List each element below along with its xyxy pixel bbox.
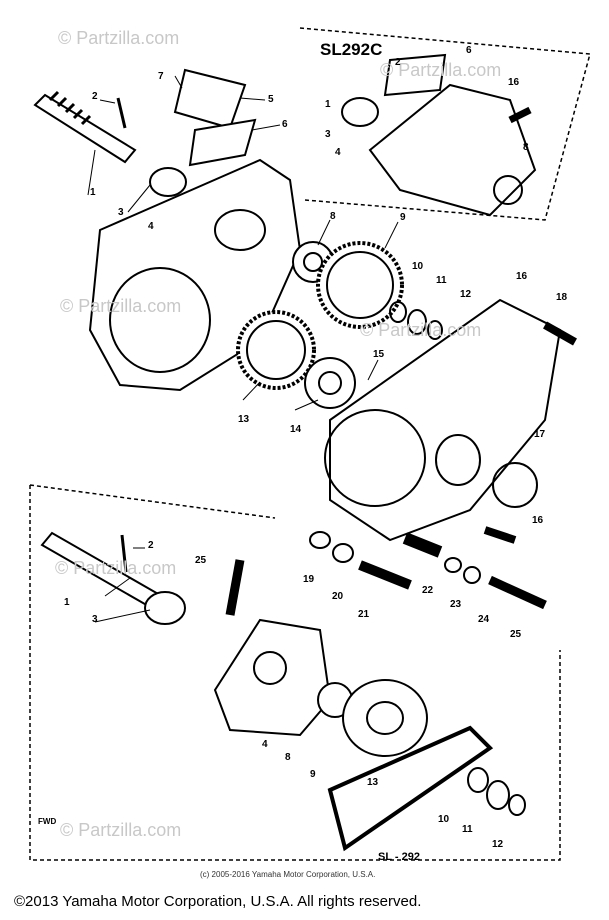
- part-number: 11: [462, 824, 473, 835]
- copyright-text: ©2013 Yamaha Motor Corporation, U.S.A. A…: [14, 893, 422, 910]
- inset-bushing: [341, 97, 379, 127]
- watermark: © Partzilla.com: [380, 60, 502, 80]
- part-number: 3: [92, 614, 98, 625]
- part-number: 3: [325, 129, 331, 140]
- pulley: [342, 679, 428, 757]
- bushing-lower: [144, 591, 186, 625]
- washer-lower-11: [486, 780, 510, 810]
- part-number: 25: [195, 555, 207, 566]
- gear-small: [236, 310, 316, 390]
- inset-box-outline: [299, 27, 591, 221]
- part-number: 9: [400, 212, 406, 223]
- part-number: 11: [436, 275, 447, 286]
- part-number: 22: [422, 585, 434, 596]
- part-number: 4: [262, 739, 268, 750]
- washer-19: [309, 531, 331, 549]
- pin-lower: [120, 534, 128, 573]
- part-number: 8: [285, 752, 291, 763]
- inset-bearing: [493, 175, 523, 205]
- bolt-25-right: [488, 575, 547, 610]
- part-number: 15: [373, 349, 385, 360]
- part-number: 2: [92, 91, 98, 102]
- part-number: 12: [460, 289, 472, 300]
- lower-box-outline: [29, 484, 561, 861]
- lower-diagram-label: SL - 292: [378, 851, 420, 863]
- part-number: 10: [438, 814, 450, 825]
- sleeve-22: [402, 532, 443, 558]
- washer-lower-12: [508, 794, 526, 816]
- circlip-17: [492, 462, 538, 508]
- bearing-mid: [304, 357, 356, 409]
- small-copyright: (c) 2005-2016 Yamaha Motor Corporation, …: [200, 870, 376, 879]
- part-number: 25: [510, 629, 522, 640]
- housing-lower: [213, 618, 332, 737]
- part-number: 6: [282, 119, 288, 130]
- washer-24: [463, 566, 481, 584]
- bolt-18: [543, 321, 577, 346]
- part-number: 20: [332, 591, 344, 602]
- part-number: 17: [534, 429, 546, 440]
- bolt-21: [358, 560, 412, 590]
- washer-20: [332, 543, 354, 563]
- part-number: 9: [310, 769, 316, 780]
- part-number: 2: [395, 57, 401, 68]
- part-number: 6: [466, 45, 472, 56]
- part-number: 14: [290, 424, 302, 435]
- watermark: © Partzilla.com: [360, 320, 482, 340]
- inset-bolt: [508, 106, 532, 124]
- part-number: 8: [523, 142, 529, 153]
- pin-upper: [116, 97, 127, 129]
- part-number: 4: [148, 221, 154, 232]
- washer-23: [444, 557, 462, 573]
- part-number: 1: [325, 99, 331, 110]
- watermark: © Partzilla.com: [60, 820, 182, 840]
- washer-lower-10: [467, 767, 489, 793]
- plate-6: [188, 118, 257, 167]
- part-number: 3: [118, 207, 124, 218]
- washer-11: [407, 309, 427, 335]
- part-number: 8: [330, 211, 336, 222]
- part-number: 2: [148, 540, 154, 551]
- part-number: 13: [238, 414, 250, 425]
- belt: [327, 725, 494, 852]
- part-number: 4: [335, 147, 341, 158]
- gear-large: [316, 241, 404, 329]
- watermark: © Partzilla.com: [60, 296, 182, 316]
- watermark: © Partzilla.com: [58, 28, 180, 48]
- part-number: 12: [492, 839, 504, 850]
- worm-shaft-upper: [33, 90, 137, 164]
- part-number: 24: [478, 614, 490, 625]
- part-number: 1: [64, 597, 70, 608]
- part-number: 5: [268, 94, 274, 105]
- part-number: 19: [303, 574, 315, 585]
- inset-housing: [368, 83, 537, 217]
- part-number: 16: [516, 271, 528, 282]
- part-number: 23: [450, 599, 462, 610]
- inset-title: SL292C: [320, 40, 383, 59]
- part-number: 13: [367, 777, 379, 788]
- part-number: 16: [508, 77, 520, 88]
- part-number: 10: [412, 261, 424, 272]
- bolt-25-left: [225, 559, 245, 616]
- part-number: 1: [90, 187, 96, 198]
- inset-gasket: [383, 53, 447, 97]
- plate-5: [173, 68, 247, 130]
- fwd-arrow-label: FWD: [38, 817, 57, 826]
- part-number: 21: [358, 609, 370, 620]
- part-number: 7: [158, 71, 164, 82]
- washer-10: [389, 301, 407, 323]
- part-number: 18: [556, 292, 568, 303]
- bolt-16: [483, 526, 517, 544]
- bushing-upper: [149, 167, 187, 197]
- watermark: © Partzilla.com: [55, 558, 177, 578]
- part-number: 16: [532, 515, 544, 526]
- washer-12: [427, 320, 443, 340]
